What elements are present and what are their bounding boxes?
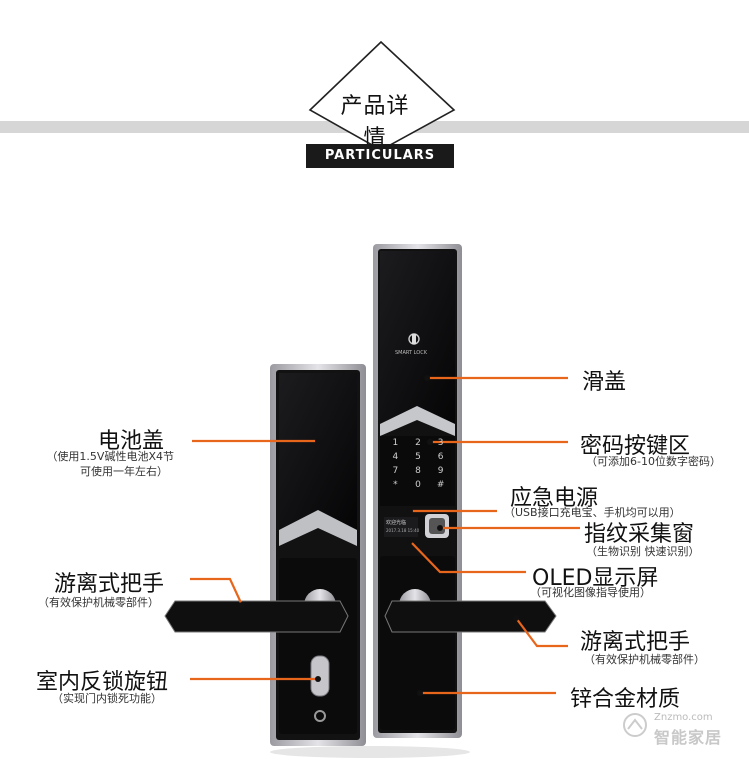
keypad-key: 4 xyxy=(392,452,399,462)
watermark-line1: Znzmo.com xyxy=(654,712,713,723)
emergency-power-desc: （USB接口充电宝、手机均可以用） xyxy=(504,506,681,519)
oled-desc: （可视化图像指导使用） xyxy=(530,586,651,599)
keypad-key: 5 xyxy=(415,452,421,462)
page-title: 产品详情 xyxy=(340,94,410,151)
keypad-key: 8 xyxy=(415,466,421,476)
keypad-area-desc: （可添加6-10位数字密码） xyxy=(586,455,721,468)
handle-left-title: 游离式把手 xyxy=(54,572,165,597)
keypad-key: 6 xyxy=(437,452,444,462)
oled-line2: 2017.3.18 15:40 xyxy=(386,528,420,533)
keypad-key: 2 xyxy=(415,438,421,448)
keypad-key: 1 xyxy=(392,438,399,448)
keypad-key: # xyxy=(436,480,445,490)
keypad-key: 0 xyxy=(415,480,421,490)
handle-right-title: 游离式把手 xyxy=(580,630,691,655)
alloy-title: 锌合金材质 xyxy=(570,687,681,712)
fingerprint-desc: （生物识别 快速识别） xyxy=(586,545,700,558)
keypad-key: 3 xyxy=(437,438,444,448)
keypad-key: 9 xyxy=(437,466,444,476)
oled-title: OLED显示屏 xyxy=(532,566,659,591)
handle-right-desc: （有效保护机械零部件） xyxy=(584,653,705,666)
battery-cover-desc2: 可使用一年左右） xyxy=(80,465,168,478)
slide-cover-title: 滑盖 xyxy=(582,370,627,395)
fingerprint-title: 指纹采集窗 xyxy=(584,522,695,547)
handle-left-desc: （有效保护机械零部件） xyxy=(38,596,159,609)
page-subtitle-badge: PARTICULARS xyxy=(306,144,454,168)
keypad-key: 7 xyxy=(392,466,399,476)
indoor-unit xyxy=(270,364,366,746)
watermark-logo-icon xyxy=(623,713,647,737)
keypad-key: * xyxy=(393,480,398,490)
battery-cover-title: 电池盖 xyxy=(98,429,165,454)
knob-desc: （实现门内锁死功能） xyxy=(52,692,162,705)
watermark-line2: 智能家居 xyxy=(654,728,723,747)
battery-cover-desc1: （使用1.5V碱性电池X4节 xyxy=(46,450,174,463)
lock-brand-text: SMART LOCK xyxy=(395,350,427,356)
keypad-grid: 1 2 3 4 5 6 7 8 9 * 0 # xyxy=(384,438,452,490)
outdoor-unit xyxy=(373,244,462,738)
oled-line1: 欢迎光临 xyxy=(386,520,407,526)
knob-title: 室内反锁旋钮 xyxy=(36,670,169,695)
emergency-power-title: 应急电源 xyxy=(510,486,599,511)
keypad-area-title: 密码按键区 xyxy=(580,434,691,459)
